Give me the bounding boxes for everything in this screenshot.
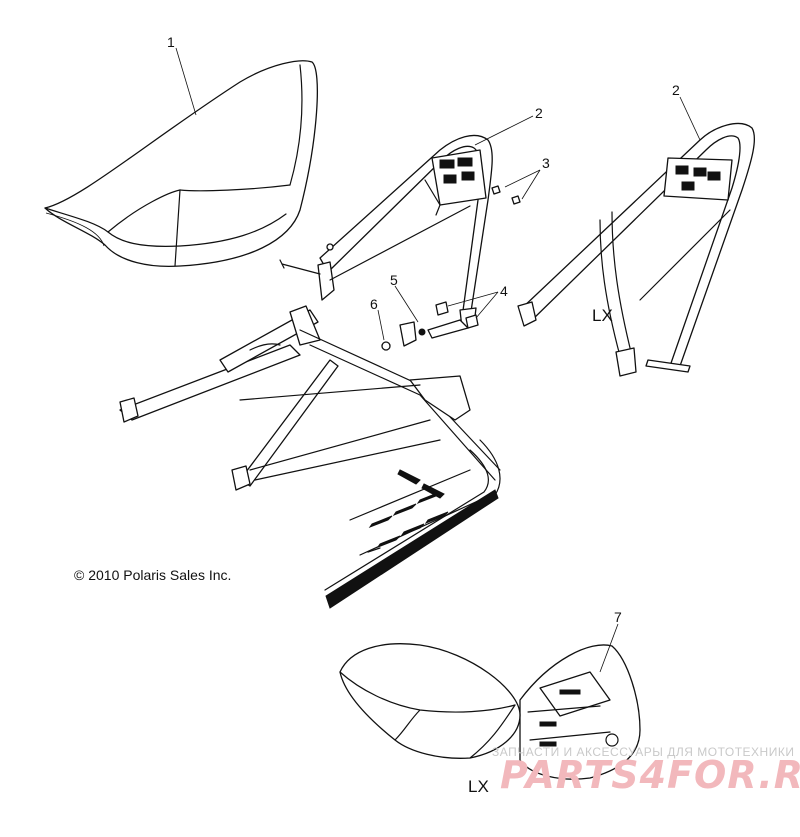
bolt-part [279, 243, 334, 275]
tunnel-louvers [368, 469, 449, 549]
callout-1: 1 [167, 34, 197, 116]
variant-label-seat: LX [468, 777, 489, 796]
callout-label-2a: 2 [535, 105, 543, 121]
callout-4: 4 [500, 283, 508, 299]
callout-2b: 2 [672, 82, 701, 141]
seat-part-lx [339, 643, 521, 759]
copyright-text: © 2010 Polaris Sales Inc. [74, 567, 231, 583]
callout-label-2b: 2 [672, 82, 680, 98]
variant-label-rack: LX [592, 306, 613, 325]
seat-cover-part [519, 644, 641, 780]
watermark-brand: PARTS4FOR.RU [500, 753, 800, 797]
callout-7: 7 [599, 609, 622, 673]
callout-label-6: 6 [370, 296, 378, 312]
callout-3: 3 [542, 155, 550, 171]
callout-label-3: 3 [542, 155, 550, 171]
callout-6: 6 [370, 296, 378, 312]
screws-part [491, 169, 541, 205]
callout-2a: 2 [474, 105, 543, 146]
callout-label-5: 5 [390, 272, 398, 288]
watermark-tagline: ЗАПЧАСТИ И АКСЕССУАРЫ ДЛЯ МОТОТЕХНИКИ [492, 745, 794, 759]
seat-part [44, 60, 318, 268]
callout-5: 5 [390, 272, 398, 288]
chassis-tunnel-part [119, 305, 501, 609]
callout-label-7: 7 [614, 609, 622, 625]
rack-part-center [317, 134, 493, 329]
bracket-part [394, 285, 469, 347]
rack-part-lx [517, 123, 755, 377]
callout-label-1: 1 [167, 34, 175, 50]
bolts-part [435, 291, 499, 329]
callout-label-4: 4 [500, 283, 508, 299]
nut-part [377, 309, 391, 351]
